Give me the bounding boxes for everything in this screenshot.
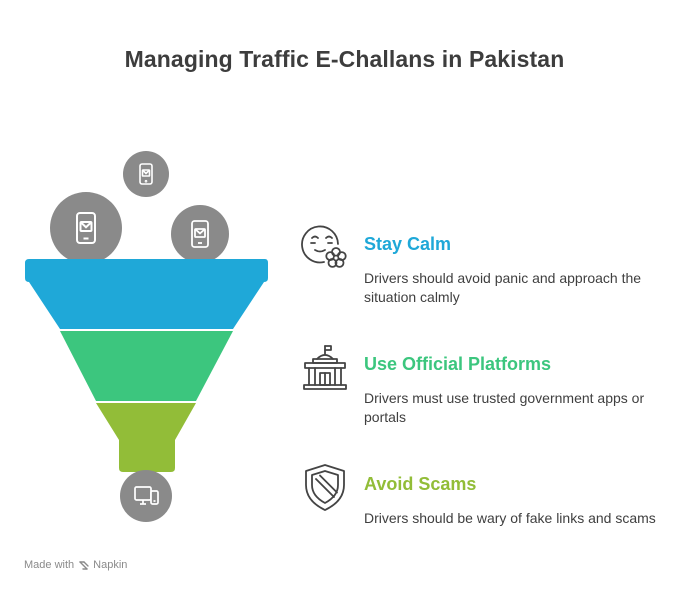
phone-message-icon: [191, 220, 209, 248]
funnel-band-top: [25, 259, 268, 329]
device-monitor-icon: [134, 486, 159, 505]
input-phone-small: [123, 151, 169, 197]
item-description: Drivers should avoid panic and approach …: [364, 270, 642, 305]
input-phone-medium: [171, 205, 229, 263]
item-title: Use Official Platforms: [364, 354, 552, 374]
brand-name: Napkin: [93, 559, 128, 571]
item-description: Drivers should be wary of fake links and…: [364, 510, 656, 526]
shield-slash-icon: [305, 464, 345, 511]
napkin-brand: Napkin: [78, 559, 127, 571]
made-with-label: Made with: [24, 559, 75, 571]
page-title: Managing Traffic E-Challans in Pakistan: [124, 46, 565, 72]
phone-message-icon: [139, 163, 153, 185]
calm-face-flower-icon: [301, 225, 347, 268]
phone-message-icon: [76, 212, 96, 244]
funnel-band-middle: [60, 331, 233, 401]
napkin-logo-icon: [79, 561, 89, 570]
government-building-icon: [303, 345, 347, 390]
output-device: [120, 470, 172, 522]
footer-attribution: Made with Napkin: [24, 559, 127, 571]
input-phone-large: [50, 192, 122, 264]
item-description: Drivers must use trusted government apps…: [364, 390, 645, 425]
item-title: Avoid Scams: [364, 474, 477, 494]
item-title: Stay Calm: [364, 234, 452, 254]
funnel-band-bottom: [96, 403, 196, 472]
